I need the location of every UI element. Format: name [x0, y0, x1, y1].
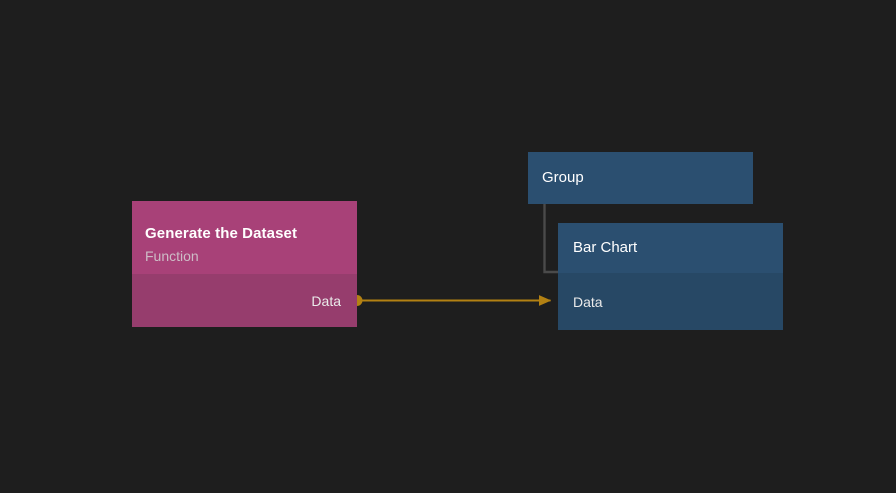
node-function-header[interactable]: Generate the Dataset Function: [132, 201, 357, 274]
node-function-body: Data: [132, 274, 357, 327]
node-function-title: Generate the Dataset: [145, 225, 298, 243]
node-bar-chart[interactable]: Bar Chart Data: [558, 223, 783, 330]
input-port-label-data: Data: [573, 293, 603, 310]
node-function[interactable]: Generate the Dataset Function Data: [132, 201, 357, 327]
input-port-row-data[interactable]: Data: [558, 273, 783, 330]
tree-bracket-line: [543, 204, 558, 274]
node-group-header[interactable]: Group: [528, 152, 753, 204]
node-bar-chart-header[interactable]: Bar Chart: [558, 223, 783, 273]
node-group[interactable]: Group: [528, 152, 753, 204]
output-port-row-data[interactable]: Data: [132, 274, 357, 327]
group-child-connector: [543, 204, 558, 274]
edge-function-data-to-barchart-data[interactable]: [351, 295, 552, 306]
node-function-subtitle: Function: [145, 247, 199, 264]
node-bar-chart-body: Data: [558, 273, 783, 330]
node-group-title: Group: [542, 169, 584, 187]
node-bar-chart-title: Bar Chart: [573, 239, 638, 257]
output-port-label-data: Data: [311, 292, 341, 309]
